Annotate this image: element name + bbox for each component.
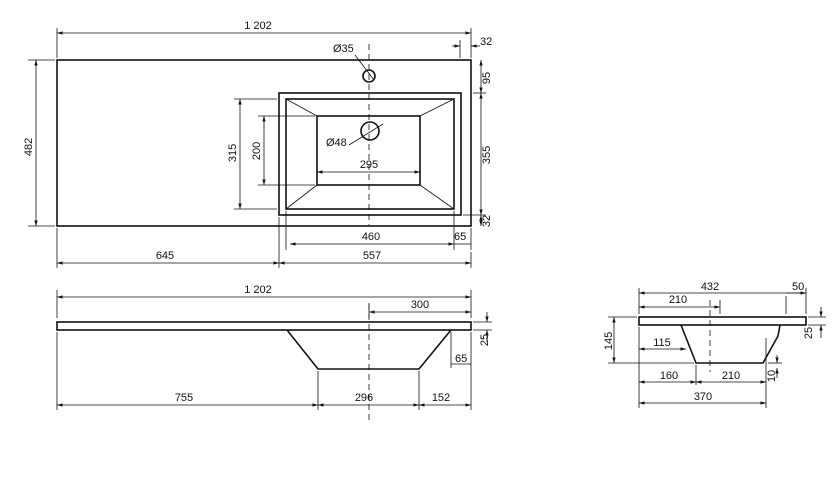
right-length-label: 557	[363, 250, 381, 262]
drain-offset-label: 300	[411, 299, 429, 311]
basin-width-label: 460	[362, 231, 380, 243]
bowl-bevel	[419, 98, 455, 117]
top-view: 1 202 32 Ø35 Ø48 482 315 200 295 95	[23, 20, 493, 268]
tap-leader	[354, 54, 375, 81]
bowl-bevel	[419, 184, 455, 210]
bowl-bottom	[316, 115, 421, 186]
bowl-bottom-label: 296	[355, 392, 373, 404]
bowl-top	[285, 98, 455, 210]
basin-outer-depth-label: 315	[227, 144, 239, 162]
basin-right-offset-label: 65	[454, 231, 466, 243]
front-slab	[56, 321, 472, 331]
side-overall-label: 432	[701, 281, 719, 293]
overall-depth-label: 482	[23, 138, 35, 156]
bowl-bevel	[285, 184, 318, 210]
side-bowl-bottom-label: 210	[722, 370, 740, 382]
side-slab-thickness-label: 25	[803, 327, 815, 339]
tap-hole	[362, 69, 376, 83]
bowl-bevel	[285, 98, 318, 117]
drain-hole-label: Ø48	[326, 137, 347, 149]
tap-hole-label: Ø35	[333, 43, 354, 55]
drain-hole	[360, 121, 380, 141]
bowl-top-width-label: 370	[694, 391, 712, 403]
basin-top-offset-label: 95	[481, 72, 493, 84]
bowl-bottom-width-label: 295	[360, 159, 378, 171]
bottom-step-label: 10	[766, 370, 778, 382]
overall-width-label: 1 202	[244, 20, 272, 32]
bowl-to-right-label: 152	[432, 392, 450, 404]
front-margin-label: 50	[792, 281, 804, 293]
countertop-outline	[56, 59, 472, 227]
side-bowl	[680, 324, 781, 364]
right-margin-label: 32	[480, 36, 492, 48]
basin-inner-depth-label: 200	[251, 142, 263, 160]
basin-depth-right-label: 355	[481, 146, 493, 164]
basin-rim	[278, 92, 462, 216]
drain-leader	[348, 123, 384, 146]
left-length-label: 645	[156, 250, 174, 262]
side-view: 432 50 210 145 115 25 160 210	[603, 281, 826, 408]
front-bowl	[286, 329, 452, 370]
front-slab-thickness-label: 25	[479, 334, 491, 346]
front-overall-width-label: 1 202	[244, 284, 272, 296]
side-height-label: 145	[603, 332, 615, 350]
back-to-bowl-label: 160	[660, 370, 678, 382]
side-slab	[638, 316, 807, 326]
left-to-bowl-label: 755	[175, 392, 193, 404]
inner-offset-label: 115	[653, 337, 671, 349]
bottom-margin-label: 32	[481, 215, 493, 227]
front-view: 1 202 300 25 65 755 296 152	[56, 284, 492, 420]
bowl-right-offset-label: 65	[455, 353, 467, 365]
drain-center-label: 210	[669, 294, 687, 306]
